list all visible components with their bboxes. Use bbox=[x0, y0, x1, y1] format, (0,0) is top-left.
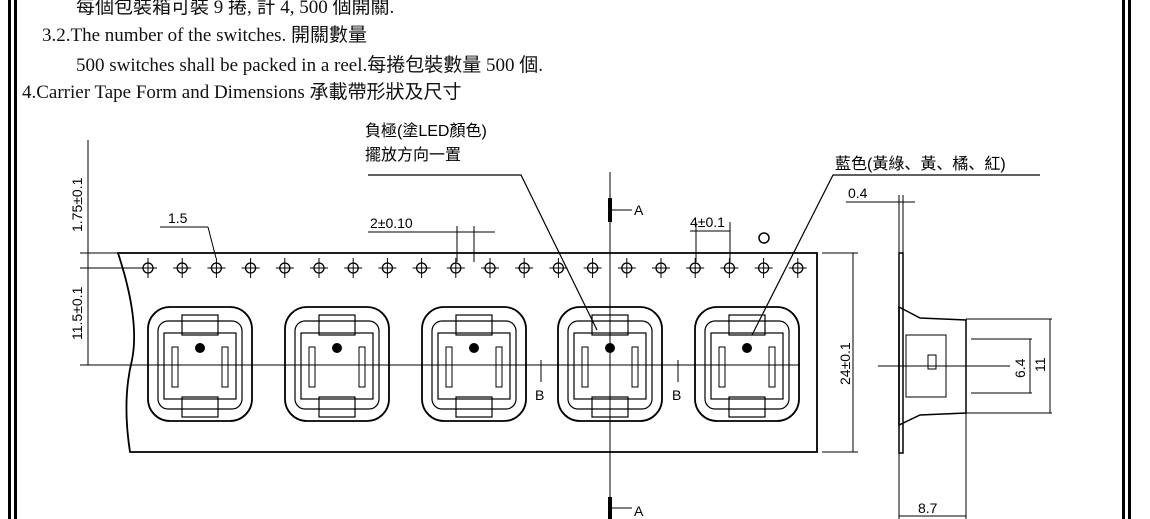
color-leader bbox=[751, 174, 1040, 336]
carrier-tape bbox=[116, 252, 818, 453]
switch-body bbox=[710, 332, 784, 400]
pocket bbox=[421, 306, 527, 422]
pocket bbox=[147, 306, 253, 422]
cathode-leader bbox=[368, 174, 598, 331]
cathode-note-line1: 負極(塗LED顏色) bbox=[365, 121, 487, 140]
cathode-note-line2: 擺放方向一置 bbox=[365, 146, 461, 164]
side-profile bbox=[878, 252, 1052, 519]
reel-quantity-text: 500 switches shall be packed in a reel.每… bbox=[76, 55, 543, 76]
section-3-2-heading: 3.2.The number of the switches. 開關數量 bbox=[42, 25, 368, 46]
right-page-border bbox=[1122, 0, 1131, 519]
led-dot bbox=[332, 343, 342, 353]
switch-body bbox=[437, 332, 511, 400]
switch-body bbox=[163, 332, 237, 400]
dim-11: 11 bbox=[1032, 357, 1048, 372]
dim-11-5: 11.5±0.1 bbox=[69, 286, 85, 340]
section-a-label-bottom: A bbox=[634, 503, 644, 519]
dim-6-4: 6.4 bbox=[1012, 358, 1028, 378]
dim-8-7: 8.7 bbox=[918, 500, 938, 516]
led-dot bbox=[742, 343, 752, 353]
tape-outline bbox=[116, 252, 818, 453]
dim-4: 4±0.1 bbox=[690, 214, 725, 230]
section-b-label-2: B bbox=[672, 387, 681, 403]
color-note: 藍色(黃綠、黃、橘、紅) bbox=[835, 155, 1006, 173]
dim-24: 24±0.1 bbox=[837, 342, 853, 385]
dim-0-4: 0.4 bbox=[848, 185, 868, 201]
dim-1-5: 1.5 bbox=[168, 210, 188, 226]
led-dot bbox=[195, 343, 205, 353]
led-dot bbox=[469, 343, 479, 353]
dim-1-75: 1.75±0.1 bbox=[69, 177, 85, 232]
dim-2: 2±0.10 bbox=[370, 215, 413, 231]
switch-body bbox=[300, 332, 374, 400]
pocket bbox=[694, 306, 800, 422]
left-page-border bbox=[8, 0, 17, 519]
section-a-label-top: A bbox=[634, 202, 644, 218]
section-b-label-1: B bbox=[535, 387, 544, 403]
pocket bbox=[284, 306, 390, 422]
section-4-heading: 4.Carrier Tape Form and Dimensions 承載帶形狀… bbox=[22, 82, 462, 103]
packing-box-text: 每個包裝箱可裝 9 捲, 計 4, 500 個開關. bbox=[76, 0, 395, 18]
